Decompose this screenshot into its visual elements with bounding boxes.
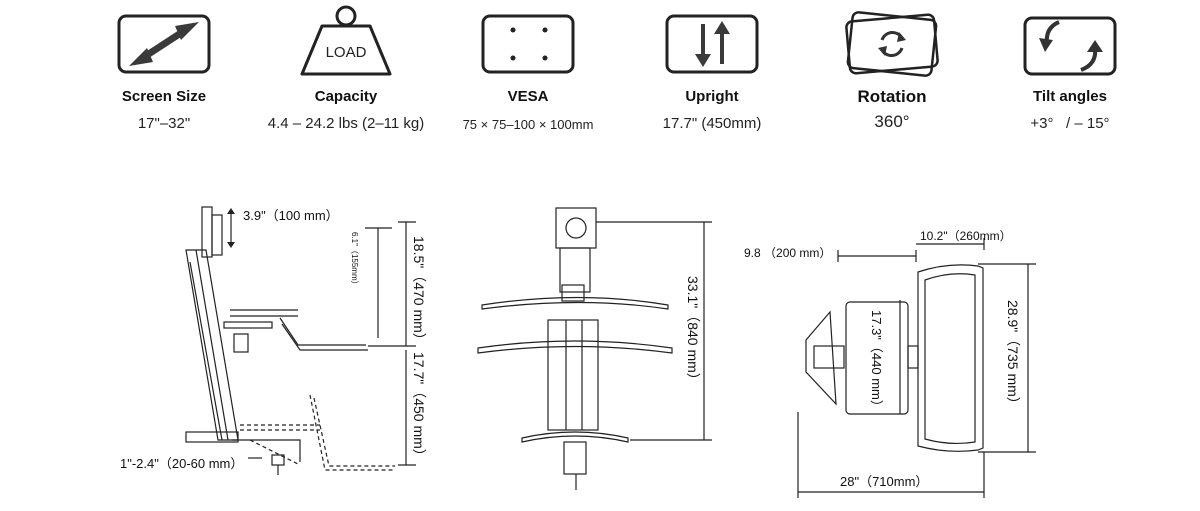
top-keyboard-depth-label: 17.3"（440 mm）: [869, 310, 884, 413]
side-top-travel-label: 3.9"（100 mm）: [243, 208, 339, 223]
spec-value: 75 × 75–100 × 100mm: [462, 117, 594, 132]
spec-title: Rotation: [857, 87, 927, 106]
side-lower-height-label: 17.7"（450 mm）: [411, 352, 427, 463]
spec-value: 360°: [874, 112, 910, 131]
load-label: LOAD: [326, 44, 367, 61]
side-clamp-range-label: 1"-2.4"（20-60 mm）: [120, 456, 243, 471]
top-view-drawing: [797, 238, 1036, 498]
spec-title: VESA: [507, 88, 549, 105]
spec-value: 17"–32": [137, 115, 191, 132]
load-weight-icon: LOAD: [294, 4, 398, 83]
vesa-pattern-icon: [481, 14, 575, 79]
top-arm-depth-label: 9.8 （200 mm）: [744, 246, 831, 260]
diagonal-arrow-icon: [117, 14, 211, 79]
rotation-icon: [842, 10, 942, 83]
spec-title: Tilt angles: [1033, 88, 1107, 105]
tilt-icon: [1023, 14, 1117, 83]
spec-value: 17.7" (450mm): [662, 115, 762, 132]
front-view-drawing: [477, 207, 712, 490]
front-total-height-label: 33.1"（840 mm）: [685, 276, 701, 387]
side-view-drawing: [185, 206, 416, 475]
top-total-depth-label: 28"（710mm）: [840, 474, 928, 489]
spec-title: Capacity: [314, 88, 378, 105]
spec-title: Screen Size: [121, 88, 207, 105]
spec-value: 4.4 – 24.2 lbs (2–11 kg): [267, 115, 425, 132]
top-tray-depth-label: 10.2"（260mm）: [920, 229, 1012, 243]
spec-title: Upright: [685, 88, 739, 105]
side-shelf-gap-label: 6.1"（155mm）: [350, 232, 359, 289]
top-width-label: 28.9"（735 mm）: [1005, 300, 1021, 411]
spec-value: +3° / – 15°: [1030, 115, 1110, 132]
side-upper-height-label: 18.5"（470 mm）: [411, 236, 427, 347]
up-down-arrows-icon: [665, 14, 759, 79]
